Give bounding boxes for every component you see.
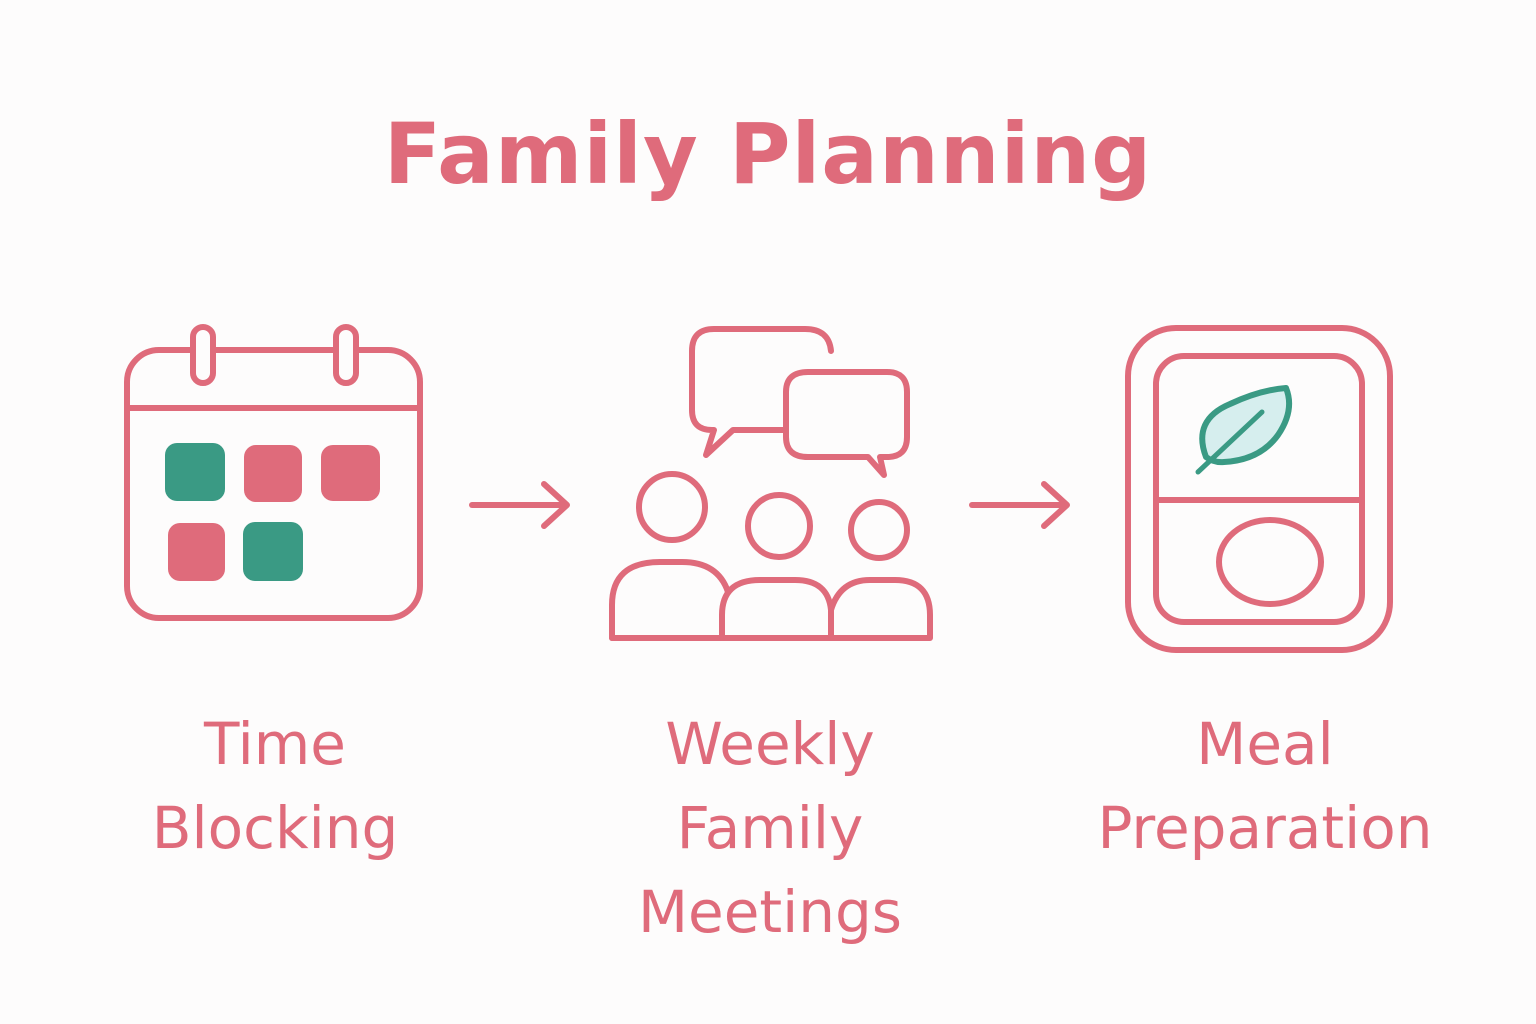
- label-line: Weekly: [665, 710, 875, 778]
- family-meeting-icon: [609, 326, 933, 641]
- label-line: Meal: [1196, 710, 1334, 778]
- step-label-weekly-family-meetings: Weekly Family Meetings: [570, 702, 970, 954]
- step-label-time-blocking: Time Blocking: [100, 702, 450, 870]
- page-title: Family Planning: [383, 105, 1153, 203]
- step-label-meal-preparation: Meal Preparation: [1050, 702, 1480, 870]
- calendar-icon: [124, 324, 423, 621]
- arrow-right-icon: [469, 481, 570, 529]
- label-line: Meetings: [637, 878, 903, 946]
- label-line: Time: [204, 710, 346, 778]
- label-line: Family: [676, 794, 864, 862]
- label-line: Blocking: [151, 794, 399, 862]
- meal-prep-container-icon: [1125, 325, 1393, 653]
- label-line: Preparation: [1097, 794, 1433, 862]
- arrow-right-icon: [969, 481, 1070, 529]
